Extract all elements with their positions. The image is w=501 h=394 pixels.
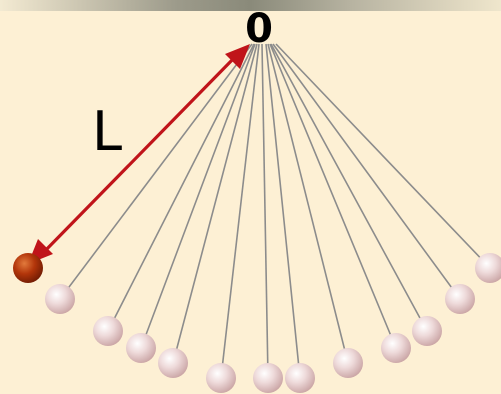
ghost-bob <box>381 333 411 363</box>
pendulum-string <box>261 43 269 379</box>
pendulum-string <box>59 43 253 300</box>
ghost-bob <box>45 284 75 314</box>
ghost-bob <box>126 333 156 363</box>
ghost-bob <box>285 363 315 393</box>
pendulum-string <box>107 43 255 332</box>
arrow-head-top <box>225 44 250 69</box>
length-arrow-line <box>38 54 238 258</box>
pendulum-string <box>265 43 301 379</box>
pendulum-bobs <box>13 253 501 393</box>
ghost-bob <box>158 348 188 378</box>
active-bob <box>13 253 43 283</box>
ghost-bob <box>333 348 363 378</box>
ghost-bob <box>206 363 236 393</box>
length-arrow <box>28 44 250 264</box>
pendulum-string <box>140 43 256 349</box>
pendulum-string <box>269 43 397 349</box>
pendulum-strings <box>59 43 491 379</box>
pivot-symbol: 0 <box>245 6 273 52</box>
pendulum-string <box>267 43 349 364</box>
ghost-bob <box>253 363 283 393</box>
ghost-bob <box>475 253 501 283</box>
top-bar <box>0 0 501 11</box>
pendulum-string <box>172 43 258 364</box>
ghost-bob <box>412 316 442 346</box>
pendulum-string <box>275 43 491 269</box>
ghost-bob <box>93 316 123 346</box>
pendulum-string <box>220 43 260 379</box>
ghost-bob <box>445 284 475 314</box>
pendulum-string <box>270 43 428 332</box>
pendulum-string <box>272 43 461 300</box>
length-label: L <box>92 100 122 163</box>
